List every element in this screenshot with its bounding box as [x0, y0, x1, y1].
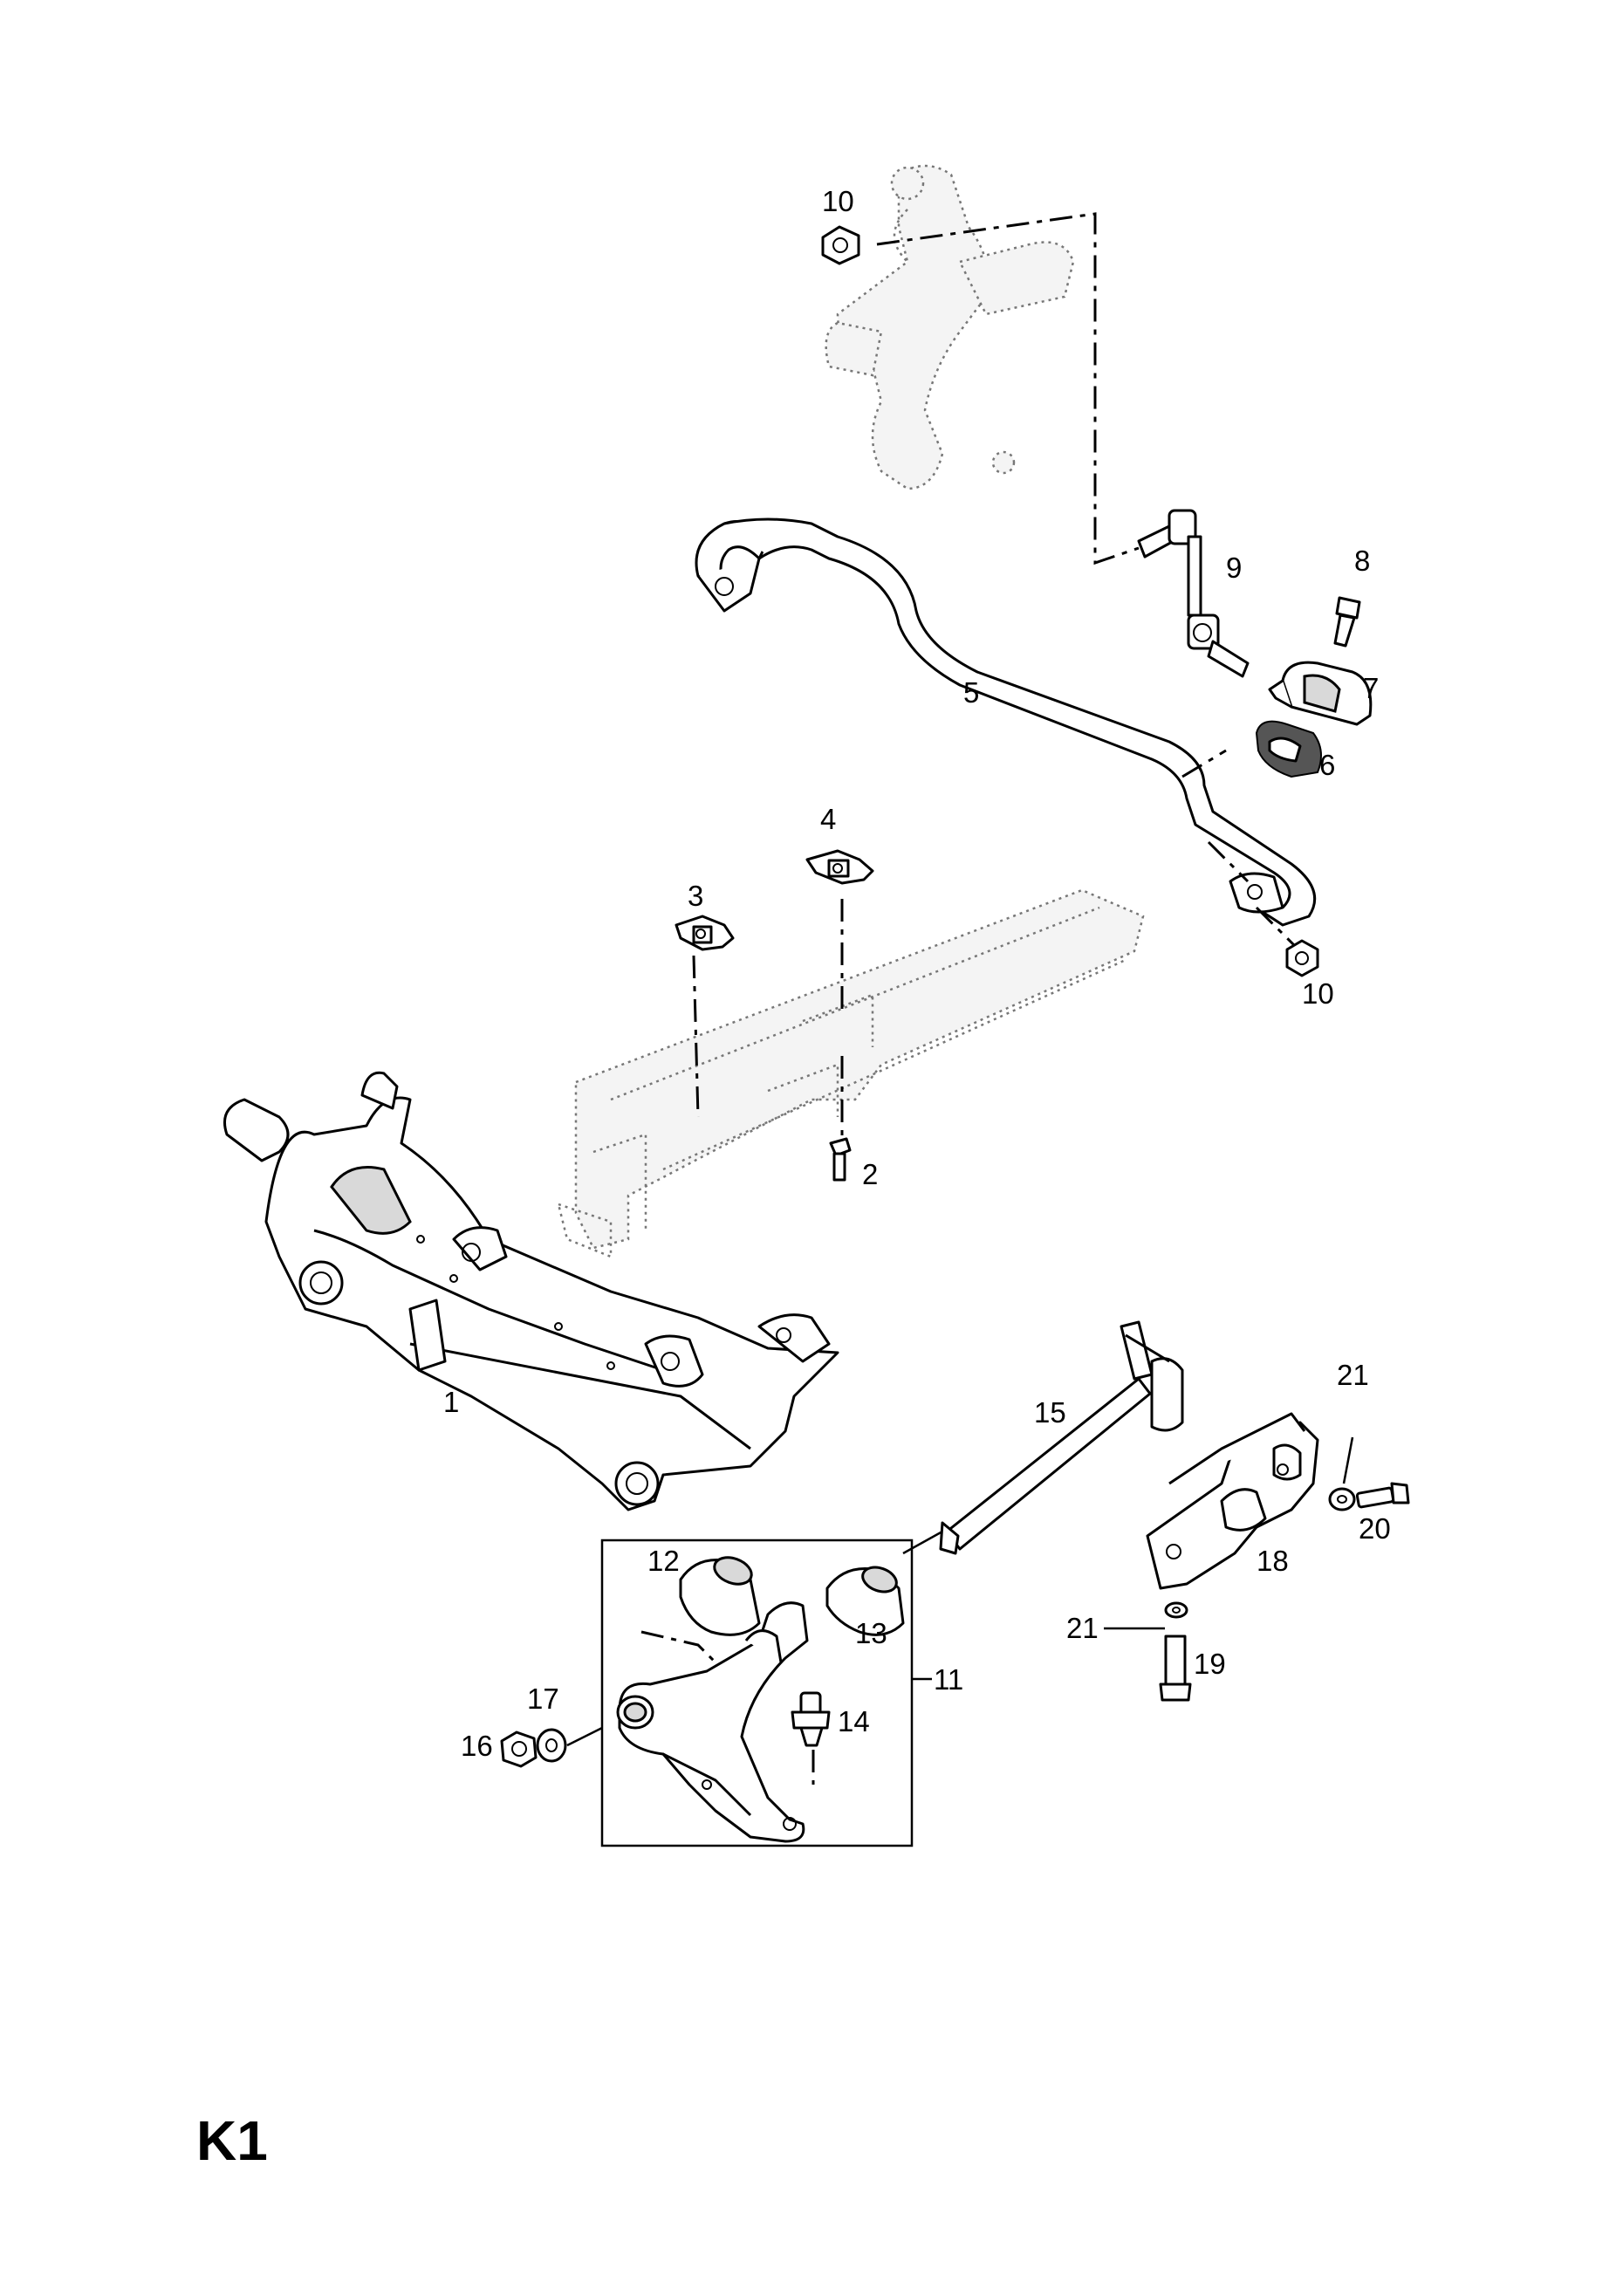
- mounting-bracket: [1146, 1412, 1319, 1590]
- callout-1: 1: [443, 1386, 459, 1418]
- leader-washer-arm: [566, 1726, 603, 1747]
- callout-6: 6: [1319, 749, 1335, 781]
- callout-4: 4: [820, 803, 836, 835]
- guide-line-bush-12: [640, 1630, 717, 1664]
- page-code: K1: [196, 2109, 268, 2172]
- ghost-body-rail: [557, 888, 1145, 1258]
- leader-lines: [912, 1436, 1354, 1681]
- callout-18: 18: [1257, 1545, 1289, 1577]
- washer-upper: [1328, 1487, 1356, 1511]
- stabilizer-link: [1137, 509, 1250, 678]
- callout-10-lower: 10: [1302, 977, 1334, 1010]
- ghost-steering-knuckle: [825, 164, 1075, 490]
- callout-21-upper: 21: [1337, 1359, 1369, 1391]
- bushing-13: [825, 1566, 905, 1636]
- tension-strut: [939, 1320, 1184, 1555]
- assembly-box: [600, 1539, 914, 1847]
- callout-16: 16: [461, 1730, 493, 1762]
- ball-joint: [791, 1691, 831, 1785]
- washer-lower: [1164, 1601, 1188, 1619]
- leader-strut-to-box: [902, 1530, 943, 1555]
- callout-15: 15: [1034, 1396, 1066, 1429]
- clip-4: [805, 849, 874, 885]
- callout-13: 13: [855, 1617, 887, 1649]
- callout-2: 2: [862, 1158, 878, 1190]
- bolt-2: [829, 1137, 852, 1182]
- guide-line-link: [876, 212, 1140, 565]
- clip-3: [675, 915, 735, 951]
- callout-8: 8: [1354, 545, 1370, 577]
- callout-11: 11: [934, 1663, 963, 1696]
- callout-labels: 1 2 3 4 5 6 7 8 9 10 10 11 12 13 14 15 1…: [443, 185, 1391, 1762]
- callout-19: 19: [1194, 1648, 1226, 1680]
- callout-20: 20: [1359, 1512, 1391, 1545]
- washer-17: [536, 1728, 567, 1763]
- nut-upper: [821, 225, 860, 265]
- callout-12: 12: [647, 1545, 680, 1577]
- callout-5: 5: [963, 676, 979, 709]
- callout-17: 17: [527, 1683, 559, 1715]
- stabilizer-bar: [695, 517, 1317, 927]
- lower-control-arm: [616, 1601, 809, 1843]
- front-subframe: [223, 1071, 839, 1511]
- callout-14: 14: [838, 1705, 870, 1737]
- bolt-19: [1159, 1635, 1192, 1702]
- nut-lower: [1285, 939, 1319, 977]
- callout-3: 3: [688, 880, 703, 912]
- callout-21-lower: 21: [1066, 1612, 1099, 1644]
- stabilizer-bush: [1255, 720, 1322, 778]
- guide-line-bar-nut: [1181, 749, 1298, 949]
- guide-line-clip-3: [692, 955, 700, 1118]
- stabilizer-clamp: [1268, 661, 1373, 726]
- bushing-12: [679, 1556, 761, 1636]
- clamp-bolt: [1333, 596, 1361, 648]
- bolt-20: [1355, 1482, 1410, 1509]
- callout-7: 7: [1363, 672, 1379, 704]
- callout-9: 9: [1226, 552, 1242, 584]
- nut-16: [500, 1731, 538, 1768]
- callout-10-upper: 10: [822, 185, 854, 217]
